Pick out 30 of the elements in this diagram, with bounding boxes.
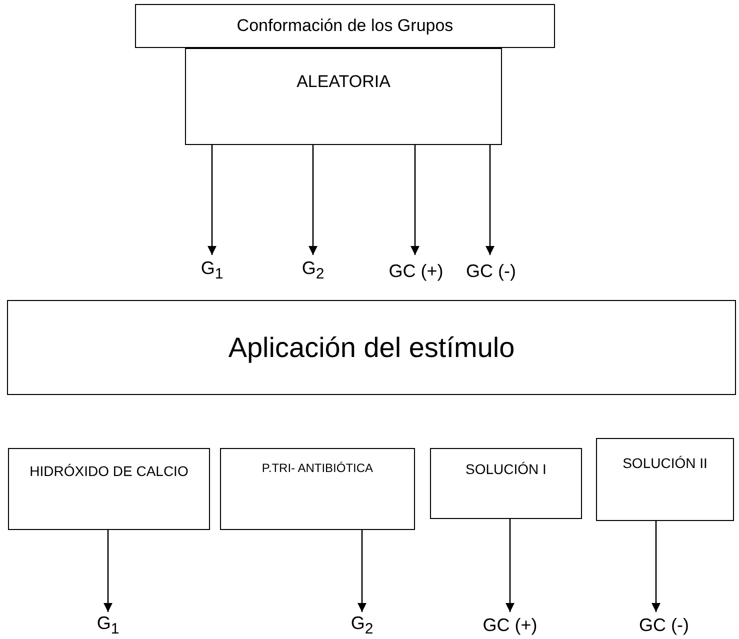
arrow (208, 145, 216, 255)
arrow (358, 530, 366, 612)
arrow (104, 530, 112, 612)
box-label: Aplicación del estímulo (227, 330, 516, 365)
box-label: HIDRÓXIDO DE CALCIO (28, 462, 190, 481)
arrow (410, 145, 420, 255)
box-label: P.TRI- ANTIBIÓTICA (260, 460, 374, 477)
process-box (7, 300, 736, 395)
process-box (220, 448, 415, 530)
box-label: ALEATORIA (296, 71, 392, 93)
process-box (430, 448, 582, 519)
arrow (506, 519, 514, 612)
arrow (652, 521, 660, 612)
arrow (308, 145, 318, 255)
group-label: GC (-) (638, 614, 690, 637)
process-box (8, 448, 210, 530)
group-label: GC (+) (388, 260, 444, 283)
group-label: GC (+) (482, 614, 538, 637)
arrow (486, 145, 494, 255)
group-label: G$_{1}$ (96, 612, 120, 639)
process-box (185, 48, 502, 145)
process-box (596, 438, 734, 521)
group-label: G$_{1}$ (200, 257, 224, 286)
group-label: G$_{2}$ (300, 257, 326, 286)
process-box (135, 4, 555, 48)
group-label: G$_{2}$ (350, 612, 374, 639)
group-label: GC (-) (465, 260, 517, 283)
box-label: SOLUCIÓN II (622, 454, 708, 473)
box-label: Conformación de los Grupos (236, 15, 454, 38)
box-label: SOLUCIÓN I (464, 460, 548, 479)
